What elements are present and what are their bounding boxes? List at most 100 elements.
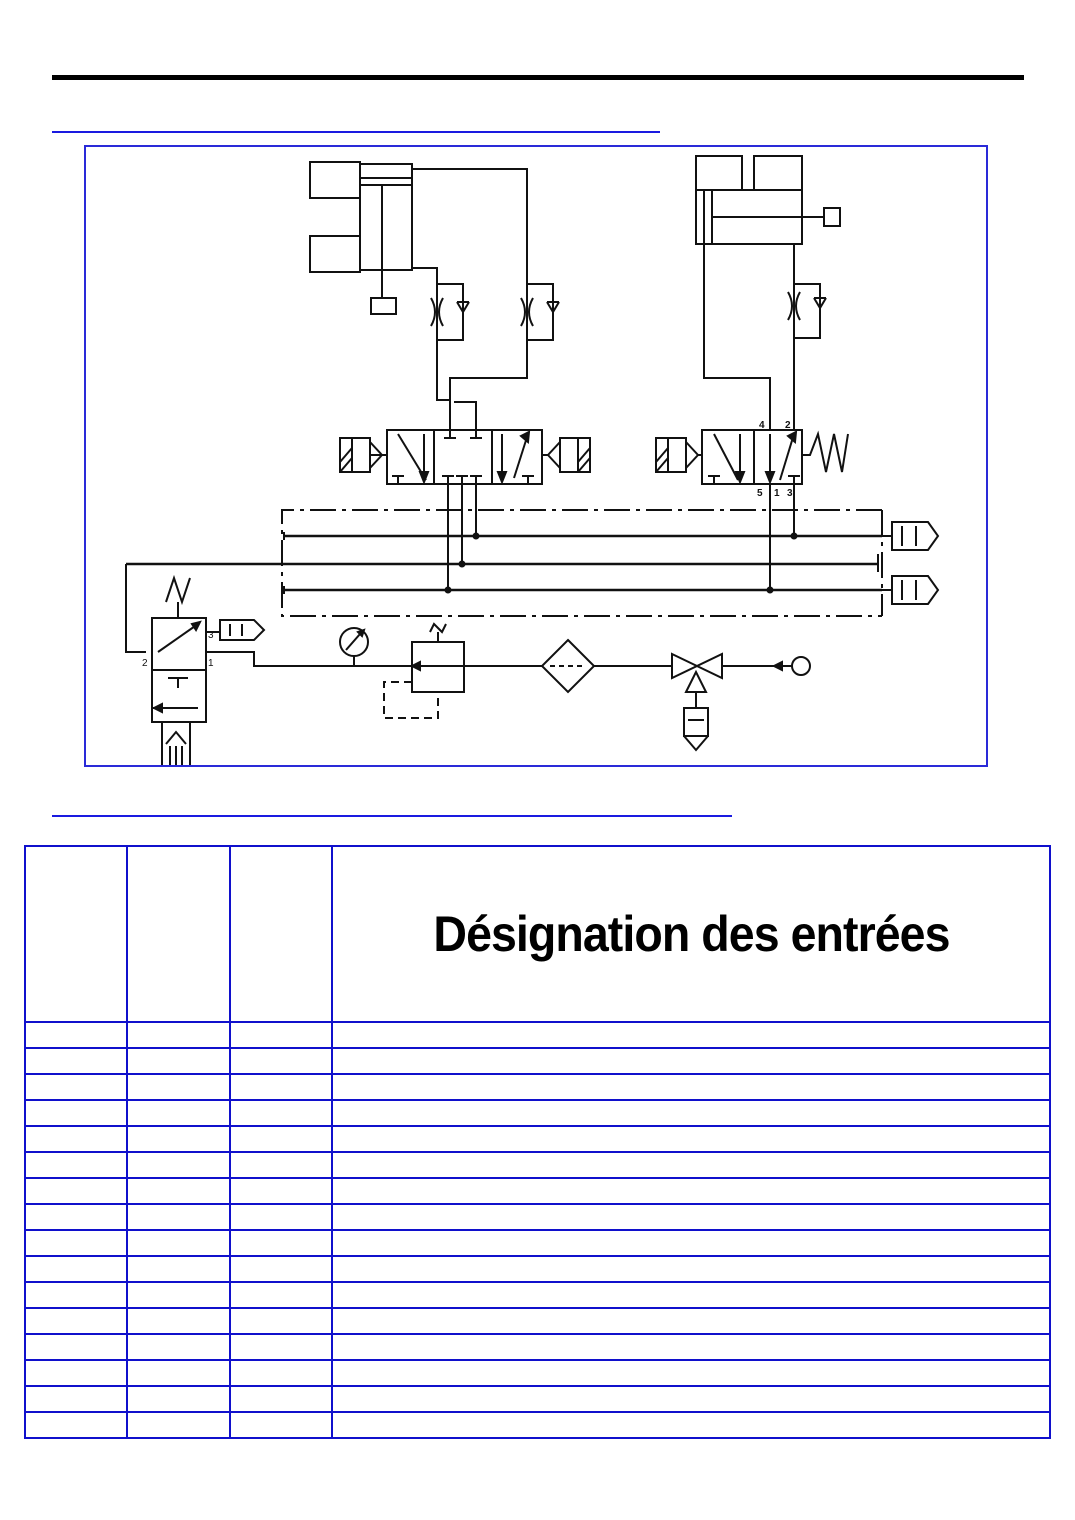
table-row bbox=[24, 1047, 1051, 1075]
io-table-header-designation: Désignation des entrées bbox=[331, 845, 1051, 1023]
table-cell[interactable] bbox=[229, 1125, 333, 1153]
table-cell[interactable] bbox=[331, 1151, 1051, 1179]
table-cell[interactable] bbox=[229, 1385, 333, 1413]
io-table-header-col1 bbox=[24, 845, 128, 1023]
table-cell[interactable] bbox=[331, 1177, 1051, 1205]
table-cell[interactable] bbox=[331, 1125, 1051, 1153]
top-rule bbox=[52, 75, 1024, 80]
table-cell[interactable] bbox=[126, 1281, 231, 1309]
exhaust-silencer-2 bbox=[882, 575, 940, 605]
table-cell[interactable] bbox=[229, 1151, 333, 1179]
table-row bbox=[24, 1411, 1051, 1439]
table-row bbox=[24, 1073, 1051, 1101]
table-cell[interactable] bbox=[24, 1047, 128, 1075]
table-cell[interactable] bbox=[24, 1333, 128, 1361]
table-cell[interactable] bbox=[331, 1203, 1051, 1231]
io-table-body bbox=[24, 1021, 1051, 1439]
table-cell[interactable] bbox=[126, 1229, 231, 1257]
table-cell[interactable] bbox=[24, 1255, 128, 1283]
table-cell[interactable] bbox=[126, 1177, 231, 1205]
table-cell[interactable] bbox=[24, 1151, 128, 1179]
table-cell[interactable] bbox=[126, 1099, 231, 1127]
table-cell[interactable] bbox=[24, 1073, 128, 1101]
table-cell[interactable] bbox=[229, 1307, 333, 1335]
io-table-header-row: Désignation des entrées bbox=[24, 845, 1051, 1023]
designation-header: Désignation des entrées bbox=[432, 906, 950, 962]
table-cell[interactable] bbox=[126, 1125, 231, 1153]
manifold-lines bbox=[126, 509, 883, 617]
table-cell[interactable] bbox=[126, 1411, 231, 1439]
start-valve: 2 3 1 bbox=[125, 564, 266, 765]
table-row bbox=[24, 1385, 1051, 1413]
table-cell[interactable] bbox=[229, 1073, 333, 1101]
table-cell[interactable] bbox=[126, 1021, 231, 1049]
valve2-port-1: 1 bbox=[774, 488, 780, 499]
pneumatic-schema: 4 2 5 1 3 bbox=[125, 155, 940, 765]
directional-valve-1 bbox=[339, 429, 591, 485]
table-cell[interactable] bbox=[24, 1307, 128, 1335]
table-cell[interactable] bbox=[229, 1411, 333, 1439]
flow-control-valve-2 bbox=[787, 244, 827, 430]
table-row bbox=[24, 1333, 1051, 1361]
io-table-header-col3 bbox=[229, 845, 333, 1023]
table-cell[interactable] bbox=[229, 1229, 333, 1257]
table-cell[interactable] bbox=[24, 1021, 128, 1049]
shut-off-valve bbox=[671, 652, 723, 752]
table-row bbox=[24, 1281, 1051, 1309]
table-cell[interactable] bbox=[24, 1177, 128, 1205]
table-cell[interactable] bbox=[331, 1229, 1051, 1257]
section-rule-table bbox=[52, 815, 732, 817]
io-table-header-col2 bbox=[126, 845, 231, 1023]
table-cell[interactable] bbox=[24, 1099, 128, 1127]
table-cell[interactable] bbox=[331, 1359, 1051, 1387]
table-row bbox=[24, 1125, 1051, 1153]
table-cell[interactable] bbox=[24, 1385, 128, 1413]
table-cell[interactable] bbox=[126, 1203, 231, 1231]
table-cell[interactable] bbox=[331, 1385, 1051, 1413]
table-cell[interactable] bbox=[24, 1281, 128, 1309]
pneumatic-schema-frame: 4 2 5 1 3 bbox=[84, 145, 988, 767]
table-cell[interactable] bbox=[24, 1229, 128, 1257]
table-row bbox=[24, 1203, 1051, 1231]
table-cell[interactable] bbox=[331, 1411, 1051, 1439]
valve2-port-2: 2 bbox=[785, 420, 791, 431]
table-cell[interactable] bbox=[24, 1359, 128, 1387]
table-cell[interactable] bbox=[229, 1359, 333, 1387]
table-cell[interactable] bbox=[229, 1255, 333, 1283]
table-cell[interactable] bbox=[24, 1203, 128, 1231]
table-cell[interactable] bbox=[126, 1385, 231, 1413]
table-cell[interactable] bbox=[229, 1281, 333, 1309]
table-cell[interactable] bbox=[331, 1333, 1051, 1361]
exhaust-silencer-1 bbox=[882, 521, 940, 551]
table-cell[interactable] bbox=[126, 1047, 231, 1075]
table-cell[interactable] bbox=[331, 1047, 1051, 1075]
table-cell[interactable] bbox=[229, 1203, 333, 1231]
table-row bbox=[24, 1307, 1051, 1335]
table-cell[interactable] bbox=[331, 1307, 1051, 1335]
directional-valve-2 bbox=[655, 429, 849, 485]
table-cell[interactable] bbox=[331, 1255, 1051, 1283]
table-cell[interactable] bbox=[24, 1411, 128, 1439]
table-cell[interactable] bbox=[126, 1255, 231, 1283]
table-cell[interactable] bbox=[229, 1099, 333, 1127]
table-cell[interactable] bbox=[229, 1177, 333, 1205]
table-cell[interactable] bbox=[126, 1073, 231, 1101]
table-cell[interactable] bbox=[331, 1073, 1051, 1101]
pressure-gauge bbox=[339, 627, 369, 666]
table-cell[interactable] bbox=[331, 1099, 1051, 1127]
air-source bbox=[791, 656, 811, 676]
table-row bbox=[24, 1099, 1051, 1127]
table-cell[interactable] bbox=[126, 1307, 231, 1335]
table-cell[interactable] bbox=[126, 1333, 231, 1361]
table-cell[interactable] bbox=[24, 1125, 128, 1153]
table-cell[interactable] bbox=[229, 1333, 333, 1361]
table-cell[interactable] bbox=[126, 1359, 231, 1387]
table-row bbox=[24, 1359, 1051, 1387]
table-cell[interactable] bbox=[331, 1281, 1051, 1309]
table-cell[interactable] bbox=[331, 1021, 1051, 1049]
table-cell[interactable] bbox=[229, 1047, 333, 1075]
valve2-port-5: 5 bbox=[757, 488, 763, 499]
table-row bbox=[24, 1177, 1051, 1205]
table-cell[interactable] bbox=[126, 1151, 231, 1179]
table-cell[interactable] bbox=[229, 1021, 333, 1049]
